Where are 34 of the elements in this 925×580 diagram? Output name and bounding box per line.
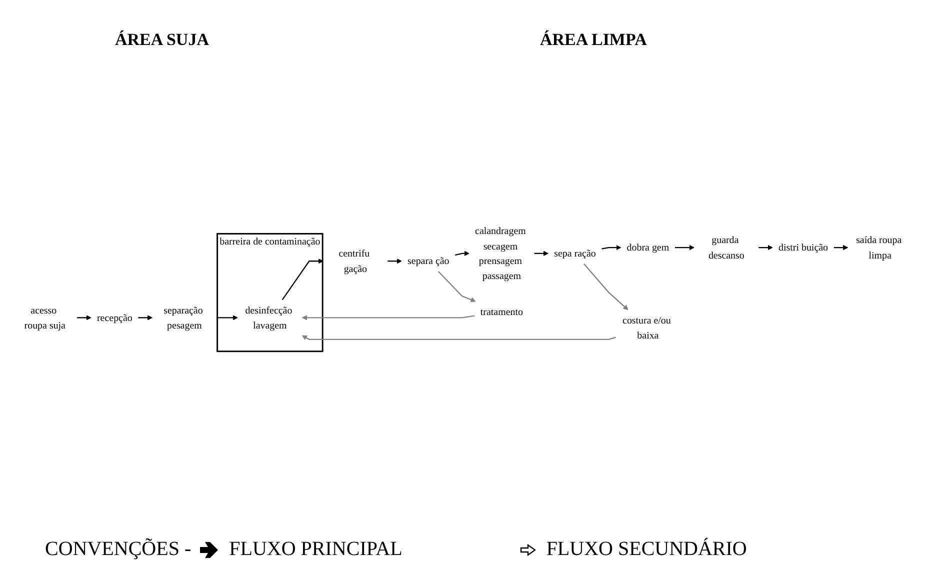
arrow (584, 263, 628, 310)
node-text: recepção (96, 312, 132, 324)
node-text: separa ção (408, 255, 450, 267)
arrow (282, 258, 324, 300)
arrow (302, 335, 616, 340)
arrow (388, 258, 402, 264)
node-text: sepa ração (554, 248, 596, 259)
arrow (674, 245, 694, 250)
node-text: acesso roupa suja (24, 304, 66, 331)
node-text: dobra gem (626, 242, 670, 253)
area-heading: ÁREA LIMPA (540, 30, 647, 50)
arrow (534, 250, 548, 256)
node-text: separação pesagem (164, 304, 203, 331)
node-text: calandragem secagem prensagem passagem (475, 225, 526, 282)
node-text: centrifu gação (338, 248, 370, 274)
arrow (138, 315, 152, 320)
node-text: saída roupa limpa (856, 234, 902, 260)
node-text: distri buição (778, 242, 828, 253)
legend-text: FLUXO PRINCIPAL (229, 538, 402, 561)
arrow (438, 271, 476, 302)
arrow (77, 315, 92, 320)
arrow (758, 245, 773, 250)
node-text: desinfecção lavagem (245, 304, 292, 331)
arrow (454, 250, 470, 256)
node-text: tratamento (480, 306, 523, 318)
arrow (302, 315, 475, 320)
legend-text: FLUXO SECUNDÁRIO (546, 538, 747, 561)
arrow (602, 245, 622, 250)
area-heading: ÁREA SUJA (115, 30, 209, 50)
node-text: costura e/ou baixa (622, 314, 671, 341)
node-text: guarda descanso (708, 234, 744, 260)
arrow (834, 245, 848, 250)
arrow (216, 315, 238, 320)
legend-heading: CONVENÇÕES - (45, 538, 192, 561)
